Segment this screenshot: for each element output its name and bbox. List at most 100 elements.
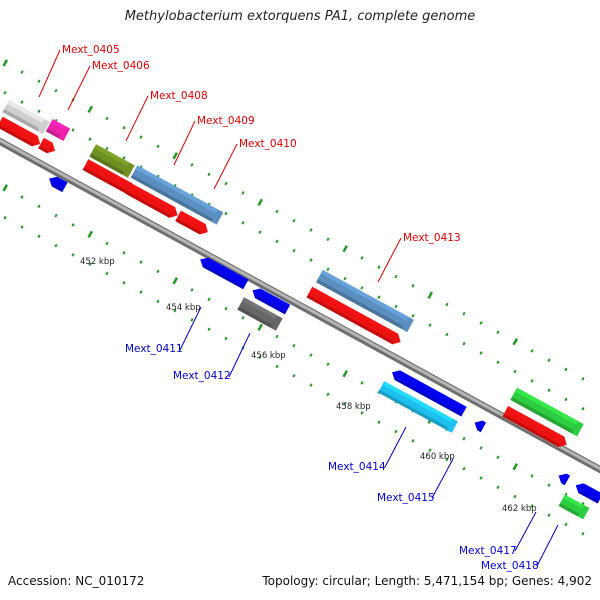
- callout-mext-0405[interactable]: Mext_0405: [38, 44, 120, 98]
- svg-text:Mext_0411: Mext_0411: [125, 343, 183, 355]
- tick-mark: [3, 90, 7, 95]
- tick-mark: [530, 474, 534, 478]
- tick-mark: [547, 388, 551, 392]
- tick-mark: [342, 370, 348, 378]
- callout-mext-0410[interactable]: Mext_0410: [213, 138, 297, 190]
- tick-mark: [275, 239, 279, 244]
- callout-mext-0414[interactable]: Mext_0414: [328, 426, 407, 473]
- tick-mark: [428, 323, 432, 327]
- tick-mark: [258, 230, 262, 234]
- tick-mark: [309, 353, 313, 357]
- tick-mark: [377, 420, 381, 425]
- callout-mext-0413[interactable]: Mext_0413: [377, 232, 461, 283]
- tick-mark: [513, 494, 517, 499]
- tick-mark: [156, 269, 160, 274]
- tick-mark: [190, 163, 194, 167]
- gene-red-2[interactable]: [38, 137, 58, 156]
- tick-mark: [122, 126, 126, 130]
- gene-mext-0412[interactable]: [237, 297, 283, 331]
- tick-mark: [530, 504, 534, 508]
- tick-mark: [496, 485, 500, 490]
- tick-mark: [122, 156, 126, 160]
- gene-mext-0411[interactable]: [198, 255, 249, 290]
- tick-mark: [54, 88, 58, 93]
- tick-mark: [275, 334, 279, 339]
- callout-mext-0411[interactable]: Mext_0411: [125, 306, 202, 355]
- tick-mark: [20, 100, 24, 104]
- tick-mark: [394, 274, 398, 279]
- tick-mark: [190, 288, 194, 292]
- accession-text: Accession: NC_010172: [8, 574, 145, 588]
- callout-mext-0409[interactable]: Mext_0409: [173, 115, 255, 166]
- tick-mark: [496, 455, 500, 460]
- callout-mext-0412[interactable]: Mext_0412: [173, 332, 251, 382]
- gene-red-1[interactable]: [0, 116, 43, 150]
- tick-mark: [564, 397, 568, 402]
- genome-backbone: [0, 137, 600, 474]
- tick-mark: [87, 230, 93, 239]
- tick-mark: [309, 383, 313, 387]
- tick-mark: [71, 128, 75, 132]
- tick-mark: [224, 306, 228, 311]
- callout-mext-0406[interactable]: Mext_0406: [67, 60, 150, 111]
- gene-blue-small-3[interactable]: [556, 471, 571, 486]
- gene-mext-0408[interactable]: [89, 144, 135, 178]
- gene-mext-0406[interactable]: [45, 119, 71, 141]
- tick-mark: [105, 146, 109, 151]
- tick-mark: [360, 286, 364, 290]
- gene-blue-small-2[interactable]: [472, 418, 487, 433]
- gene-mext-0417[interactable]: [558, 494, 590, 520]
- gene-red-5[interactable]: [175, 210, 211, 238]
- tick-mark: [37, 204, 41, 209]
- tick-mark: [257, 323, 263, 331]
- tick-mark: [88, 262, 92, 267]
- svg-text:Mext_0408: Mext_0408: [150, 90, 208, 102]
- gene-red-7[interactable]: [502, 405, 569, 450]
- tick-mark: [37, 234, 41, 239]
- svg-text:Mext_0406: Mext_0406: [92, 60, 150, 72]
- tick-mark: [360, 381, 364, 385]
- gene-mext-0405[interactable]: [2, 99, 50, 135]
- tick-mark: [20, 225, 24, 229]
- scale-label: 462 kbp: [502, 504, 537, 514]
- tick-mark: [377, 265, 381, 270]
- gene-reverse-2[interactable]: [250, 286, 291, 315]
- tick-mark: [172, 277, 178, 285]
- gene-mext-0409[interactable]: [130, 165, 224, 225]
- tick-mark: [292, 373, 296, 378]
- tick-mark: [257, 198, 263, 206]
- tick-mark: [275, 364, 279, 369]
- gene-red-4[interactable]: [125, 183, 181, 220]
- callout-mext-0417[interactable]: Mext_0417: [459, 511, 537, 557]
- svg-text:Mext_0417: Mext_0417: [459, 545, 517, 557]
- tick-mark: [224, 181, 228, 186]
- tick-mark: [581, 376, 585, 381]
- tick-mark: [156, 144, 160, 149]
- callout-mext-0415[interactable]: Mext_0415: [377, 458, 454, 504]
- tick-mark: [224, 211, 228, 216]
- gene-red-3[interactable]: [82, 159, 138, 196]
- tick-mark: [275, 209, 279, 214]
- tick-mark: [462, 311, 466, 316]
- tick-mark: [394, 429, 398, 434]
- tick-mark: [394, 304, 398, 309]
- gene-green-big[interactable]: [510, 387, 584, 437]
- gene-mext-0413[interactable]: [316, 269, 414, 333]
- gene-mext-0415[interactable]: [389, 368, 467, 417]
- callout-mext-0408[interactable]: Mext_0408: [125, 90, 208, 142]
- tick-mark: [343, 401, 347, 406]
- gene-features: [0, 99, 600, 520]
- tick-mark: [224, 336, 228, 341]
- tick-mark: [326, 237, 330, 242]
- svg-text:Mext_0413: Mext_0413: [403, 232, 461, 244]
- gene-mext-0418[interactable]: [573, 480, 600, 504]
- callout-mext-0418[interactable]: Mext_0418: [481, 524, 559, 572]
- gene-red-6[interactable]: [306, 286, 403, 347]
- tick-mark: [2, 184, 8, 192]
- tick-mark: [496, 330, 500, 335]
- gene-blue-small-1[interactable]: [46, 174, 68, 193]
- scale-labels: 452 kbp 454 kbp 456 kbp 458 kbp 460 kbp …: [80, 257, 537, 514]
- gene-mext-0414[interactable]: [378, 381, 458, 433]
